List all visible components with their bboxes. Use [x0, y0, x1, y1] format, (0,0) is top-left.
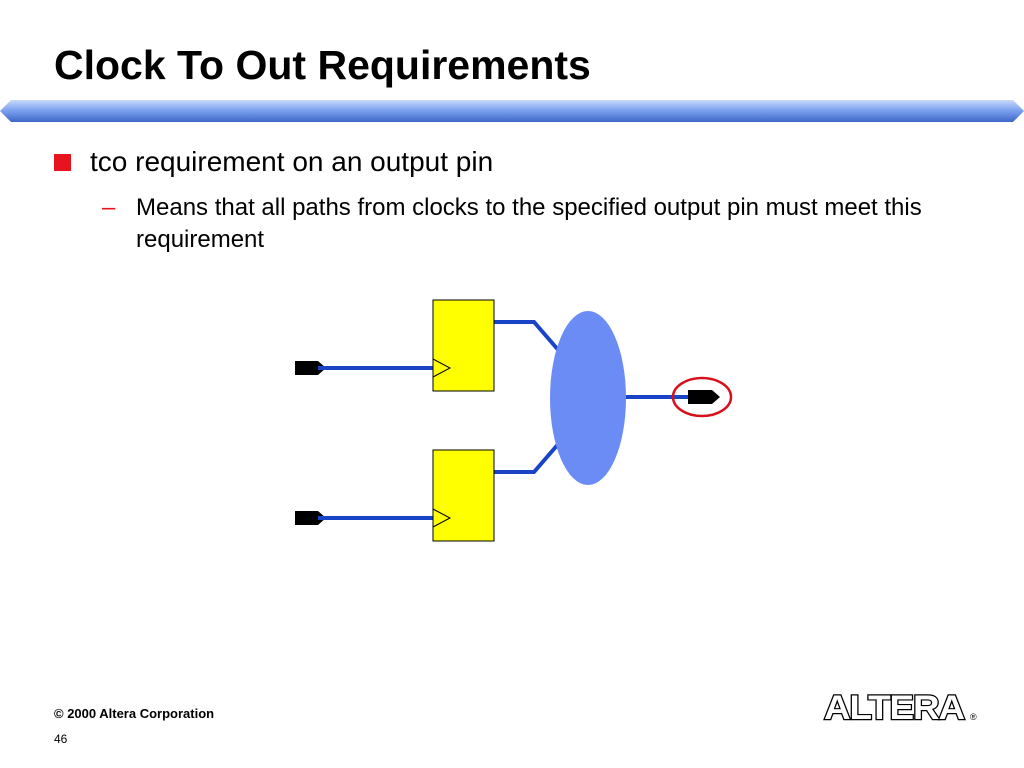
- svg-text:®: ®: [970, 712, 977, 722]
- page-number: 46: [54, 732, 68, 746]
- register-1-clock-icon: [432, 358, 452, 378]
- bullet-item: tco requirement on an output pin: [54, 146, 493, 178]
- register-2: [432, 449, 495, 542]
- altera-logo: ALTERA ®: [823, 688, 977, 726]
- register-1: [432, 299, 495, 392]
- bullet-square-icon: [54, 153, 71, 171]
- sub-bullet-item: – Means that all paths from clocks to th…: [102, 192, 966, 256]
- register-1-output-wire: [494, 320, 562, 354]
- input-pin-2-icon: [295, 511, 326, 525]
- slide-title: Clock To Out Requirements: [54, 42, 591, 88]
- svg-text:ALTERA: ALTERA: [824, 689, 964, 726]
- register-2-output-wire: [494, 440, 562, 474]
- footer-copyright: © 2000 Altera Corporation: [54, 706, 215, 721]
- title-divider-bar: [0, 100, 1024, 122]
- sub-bullet-dash: –: [102, 194, 116, 221]
- input-pin-1-icon: [295, 361, 326, 375]
- output-pin-icon: [688, 390, 720, 404]
- bullet-text: tco requirement on an output pin: [90, 146, 494, 177]
- output-pin-highlight-circle: [671, 376, 733, 418]
- register-2-clock-icon: [432, 508, 452, 528]
- sub-bullet-text: Means that all paths from clocks to the …: [136, 194, 922, 253]
- logic-cloud: [550, 311, 626, 485]
